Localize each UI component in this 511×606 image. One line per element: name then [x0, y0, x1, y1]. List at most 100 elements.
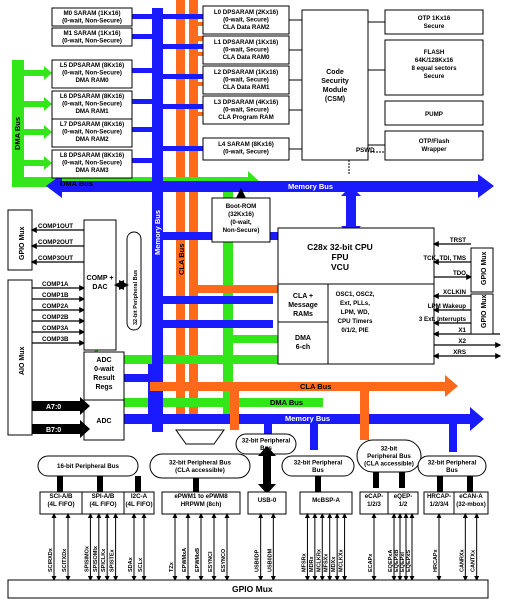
peripheral-name: HRPWM (8ch)	[181, 501, 222, 508]
pin-label: SPISTEx	[110, 548, 116, 572]
pin-label: EPWMxB	[195, 548, 201, 572]
memory-block-mid	[202, 35, 290, 65]
memory-block-label: L4 SARAM (8Kx16)	[218, 141, 274, 148]
comp-dac-label: DAC	[92, 284, 107, 291]
peripheral-name: USB-0	[258, 497, 277, 504]
pin-label: SDAx	[128, 556, 134, 572]
cpu-signal-label: XRS	[453, 349, 466, 356]
pin-label: EQEPxA	[388, 550, 394, 572]
peripheral-box	[123, 491, 155, 515]
cla-bus-strand	[189, 0, 198, 418]
pin-label: EQEPxB	[394, 550, 400, 572]
flash-box	[384, 39, 484, 96]
pin-label: SPISIMOx	[84, 545, 90, 572]
aio-mux-label: AIO Mux	[19, 347, 26, 375]
pin-label: MDRx	[309, 555, 315, 572]
comp-in-label: COMP3A	[42, 325, 69, 332]
pin-label: EPWMxA	[182, 548, 188, 572]
memory-block-label: (0-wait, Secure)	[223, 47, 269, 54]
memory-block-label: (0-wait, Non-Secure)	[62, 18, 122, 25]
otp-wrapper-label: Wrapper	[422, 146, 448, 153]
aio-mux	[7, 279, 33, 436]
cla-bus-strand	[176, 0, 185, 418]
memory-block-label: L1 DPSARAM (1Kx16)	[214, 39, 278, 46]
adc-result-label: ADC	[96, 357, 111, 364]
gpio-mux-bottom	[7, 579, 489, 599]
comp-out-label: COMP1OUT	[38, 223, 73, 230]
dma-label: 6-ch	[296, 344, 310, 351]
memory-block-label: (0-wait, Secure)	[223, 77, 269, 84]
peripheral-name: SPI-A/B	[92, 493, 115, 500]
cpu-signal-label: TCK, TDI, TMS	[423, 255, 466, 262]
memory-block-label: CLA Data RAM2	[223, 24, 270, 31]
cpu-signal-label: X1	[458, 327, 466, 334]
gpio-mux-left	[7, 209, 33, 271]
peripheral-name: HRCAP-	[427, 493, 451, 500]
adc-result-label: Regs	[95, 384, 112, 391]
memory-block-label: DMA RAM0	[75, 77, 109, 84]
dma-bus-horizontal-label: DMA Bus	[60, 179, 93, 188]
csm-label: Security	[321, 78, 349, 85]
osc-label: CPU Timers	[338, 318, 374, 325]
memory-block-label: M1 SARAM (1Kx16)	[63, 30, 120, 37]
pin-label: EQEPxI	[400, 552, 406, 572]
osc-label: LPM, WD,	[341, 309, 370, 316]
peripheral-box	[299, 491, 353, 515]
peripheral-bus-label: (CLA accessible)	[175, 467, 225, 474]
cpu-signal-label: XCLKIN	[443, 289, 467, 296]
otp-label: Secure	[424, 23, 445, 30]
cpu-signal-label: TRST	[450, 237, 466, 244]
csm-box	[301, 9, 369, 161]
comp-in-label: COMP1A	[42, 281, 69, 288]
peripheral-box	[387, 491, 419, 515]
memory-block-label: (0-wait, Non-Secure)	[62, 160, 122, 167]
flash-label: Secure	[424, 73, 445, 80]
memory-block-label: DMA RAM2	[75, 136, 109, 143]
memory-block-label: L7 DPSARAM (8Kx16)	[60, 121, 124, 128]
boot-rom-label: (0-wait,	[230, 219, 252, 226]
gpio-mux-right-2	[470, 293, 494, 335]
memory-block-label: (0-wait, Non-Secure)	[62, 101, 122, 108]
peripheral-bus-label: 32-bit	[381, 446, 398, 453]
pump-box	[384, 100, 484, 126]
gpio-mux-right-label-2: GPIO Mux	[481, 294, 488, 328]
peripheral-name: 1/2/3	[367, 501, 381, 508]
memory-block-label: DMA RAM3	[75, 167, 109, 174]
comp-out-label: COMP2OUT	[38, 239, 73, 246]
boot-rom-box	[211, 197, 271, 243]
adc-box	[83, 399, 125, 441]
peripheral-name: eQEP-	[394, 493, 413, 500]
peripheral-name: 1/2	[399, 501, 408, 508]
memory-block-label: CLA Data RAM0	[223, 54, 270, 61]
pin-label: MCLKRx	[316, 548, 322, 572]
peripheral-name: SCI-A/B	[49, 493, 73, 500]
cla-label: RAMs	[293, 311, 313, 318]
cpu-signal-label: TDO	[453, 270, 466, 277]
peripheral-bus-label: Bus	[312, 467, 324, 474]
pin-label: CANRXx	[459, 548, 465, 572]
memory-block-mid	[202, 5, 290, 35]
cla-bus-horizontal	[150, 382, 445, 391]
memory-block-left	[51, 59, 133, 89]
peripheral-name: (32-mbox)	[456, 501, 486, 508]
dma-bus-horizontal2-label: DMA Bus	[270, 398, 303, 407]
osc-label: OSC1, OSC2,	[336, 291, 375, 298]
memory-block-left	[51, 27, 133, 47]
memory-block-label: (0-wait, Secure)	[223, 17, 269, 24]
memory-block-mid	[202, 65, 290, 95]
peripheral-name: (4L FIFO)	[47, 501, 74, 508]
memory-block-label: L8 DPSARAM (8Kx16)	[60, 152, 124, 159]
comp-dac-label: COMP +	[87, 275, 114, 282]
peripheral-name: (4L FIFO)	[89, 501, 116, 508]
memory-block-label: CLA Data RAM1	[223, 84, 270, 91]
gpio-mux-left-label: GPIO Mux	[19, 226, 26, 260]
peripheral-bus	[356, 439, 422, 473]
peripheral-bus-label: 32-bit Peripheral	[294, 459, 343, 466]
flash-label: FLASH	[424, 49, 445, 56]
boot-rom-label: (32Kx16)	[228, 211, 254, 218]
memory-block-label: (0-wait, Non-Secure)	[62, 129, 122, 136]
cpu-label: FPU	[332, 252, 349, 262]
cpu-label: C28x 32-bit CPU	[307, 242, 373, 252]
boot-rom-label: Non-Secure)	[223, 227, 260, 234]
